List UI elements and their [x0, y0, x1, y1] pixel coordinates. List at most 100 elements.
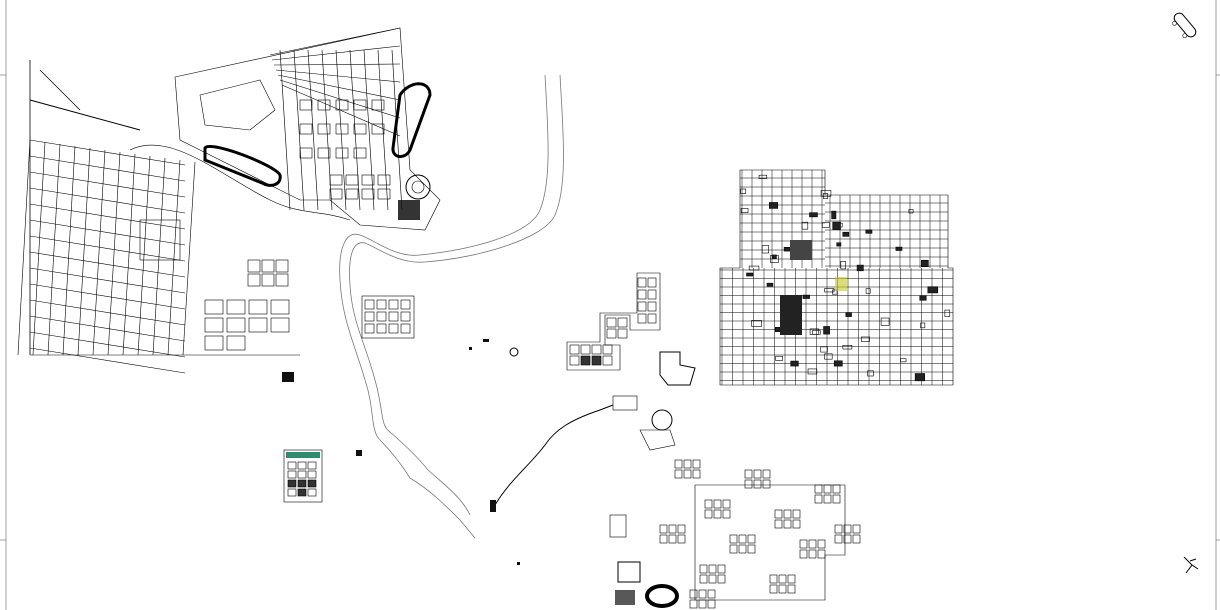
building-block	[753, 469, 762, 479]
building-block	[204, 317, 224, 333]
building-block	[704, 499, 713, 509]
building-block	[769, 202, 779, 209]
street-line	[47, 143, 61, 356]
building-block	[692, 469, 701, 479]
building-block	[353, 123, 367, 135]
building-block	[247, 273, 261, 287]
building-block	[880, 317, 890, 326]
building-block	[299, 123, 313, 135]
building-block	[842, 231, 850, 237]
street-line	[377, 49, 389, 211]
street-line	[32, 141, 46, 356]
building-block	[748, 265, 760, 271]
building-block	[275, 273, 289, 287]
building-block	[377, 188, 391, 200]
building-block	[713, 509, 722, 519]
building-block	[753, 479, 762, 489]
building-block	[861, 336, 870, 342]
building-block	[248, 317, 268, 333]
building-block	[774, 519, 783, 529]
street-line	[29, 267, 186, 294]
street-line	[107, 151, 121, 356]
building-block	[809, 328, 820, 335]
street-line	[307, 49, 319, 211]
building-block	[900, 358, 907, 363]
building-block	[744, 469, 753, 479]
building-block	[814, 494, 823, 504]
street-line	[281, 84, 401, 137]
building-block	[569, 355, 580, 366]
building-block	[606, 317, 617, 328]
building-block	[602, 355, 613, 366]
street-line	[29, 203, 186, 230]
street-line	[29, 139, 186, 166]
building-block	[287, 479, 297, 488]
street-line	[137, 155, 151, 356]
building-block	[809, 212, 818, 218]
building-block	[299, 147, 313, 159]
building-block	[747, 534, 756, 544]
building-block	[799, 539, 808, 549]
building-block	[353, 99, 367, 111]
building-block	[270, 317, 290, 333]
building-block	[843, 524, 852, 534]
building-block	[823, 494, 832, 504]
street-line	[29, 99, 141, 131]
building-block	[677, 524, 686, 534]
building-block	[647, 289, 657, 300]
building-block	[307, 470, 317, 479]
street-line	[277, 74, 401, 101]
building-block	[270, 299, 290, 315]
building-block	[204, 299, 224, 315]
building-block	[689, 589, 698, 599]
building-block	[775, 355, 783, 361]
street-line	[17, 139, 31, 356]
building-block	[580, 355, 591, 366]
building-block	[345, 188, 359, 200]
building-block	[647, 277, 657, 288]
building-block	[637, 313, 647, 324]
building-block	[840, 261, 846, 270]
building-block	[692, 459, 701, 469]
building-block	[659, 534, 668, 544]
building-block	[297, 479, 307, 488]
building-block	[747, 544, 756, 554]
building-block	[307, 488, 317, 497]
building-block	[371, 123, 385, 135]
north-arrow-symbol-icon	[1183, 556, 1199, 574]
building-block	[335, 123, 349, 135]
building-block	[787, 574, 796, 584]
building-block	[361, 174, 375, 186]
building-block	[708, 564, 717, 574]
street-line	[29, 219, 186, 246]
central-fragments	[282, 272, 696, 565]
building-block	[637, 301, 647, 312]
building-block	[823, 326, 830, 335]
building-block	[852, 524, 861, 534]
building-block	[707, 589, 716, 599]
street-line	[39, 69, 81, 111]
building-block	[895, 246, 903, 251]
building-block	[591, 344, 602, 355]
building-block	[297, 461, 307, 470]
building-block	[400, 299, 411, 310]
street-line	[92, 149, 106, 356]
building-block	[617, 317, 628, 328]
building-block	[704, 509, 713, 519]
building-block	[569, 344, 580, 355]
building-block	[778, 584, 787, 594]
building-block	[807, 368, 818, 375]
building-block	[865, 288, 871, 294]
building-block	[287, 488, 297, 497]
building-block	[787, 584, 796, 594]
building-block	[647, 301, 657, 312]
building-block	[659, 524, 668, 534]
street-line	[77, 147, 91, 356]
building-block	[707, 599, 716, 609]
building-block	[297, 488, 307, 497]
street-line	[321, 49, 333, 211]
building-block	[287, 470, 297, 479]
left-district-grid	[17, 60, 300, 374]
building-block	[376, 299, 387, 310]
